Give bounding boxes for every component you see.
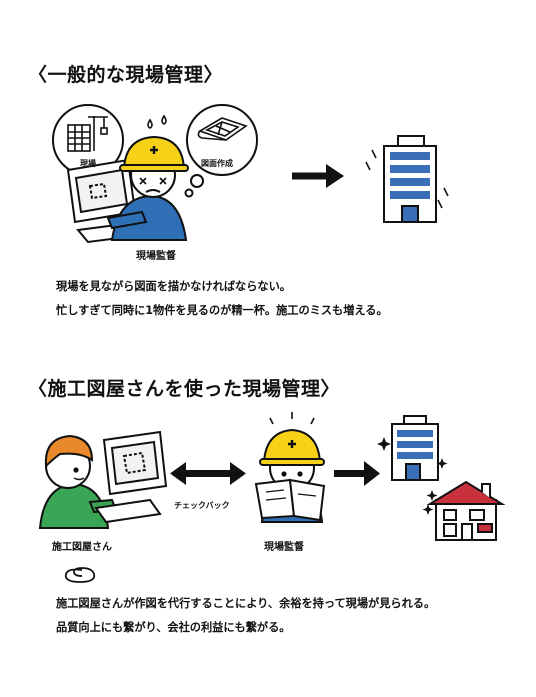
section1-line1: 現場を見ながら図面を描かなければならない。 <box>56 280 291 293</box>
section2-line2: 品質向上にも繋がり、会社の利益にも繋がる。 <box>56 621 291 634</box>
section2-line1: 施工図屋さんが作図を代行することにより、余裕を持って現場が見られる。 <box>56 597 436 610</box>
section1-description: 現場を見ながら図面を描かなければならない。 忙しすぎて同時に1物件を見るのが精一… <box>56 275 388 323</box>
building-crane-icon <box>67 116 108 152</box>
drafter-person <box>38 434 118 529</box>
checkback-label: チェックバック <box>174 501 230 510</box>
section1-line2: 忙しすぎて同時に1物件を見るのが精一杯。施工のミスも増える。 <box>56 304 388 317</box>
house <box>426 480 506 541</box>
sparkle-icons <box>377 437 448 515</box>
blueprint-icon <box>197 117 248 141</box>
checkback-double-arrow <box>170 462 246 485</box>
supervisor-label-2: 現場監督 <box>264 542 304 553</box>
section2-heading: 〈施工図屋さんを使った現場管理〉 <box>28 378 341 400</box>
spiral-doodle <box>64 567 96 583</box>
stressed-supervisor <box>106 135 189 241</box>
result-arrow <box>292 164 344 188</box>
relaxed-supervisor <box>254 412 326 523</box>
office-building-2 <box>391 415 439 481</box>
site-bubble-label: 現場 <box>80 159 96 168</box>
result-arrow-2 <box>334 461 380 486</box>
drafter-label: 施工図屋さん <box>52 542 112 553</box>
supervisor-label: 現場監督 <box>136 251 176 262</box>
section1-heading: 〈一般的な現場管理〉 <box>28 64 224 86</box>
drafter-monitor <box>94 430 168 524</box>
sweat-drops <box>147 114 167 129</box>
drawing-bubble-label: 図面作成 <box>201 159 233 168</box>
section2-description: 施工図屋さんが作図を代行することにより、余裕を持って現場が見られる。 品質向上に… <box>56 592 435 640</box>
office-building <box>365 135 449 223</box>
